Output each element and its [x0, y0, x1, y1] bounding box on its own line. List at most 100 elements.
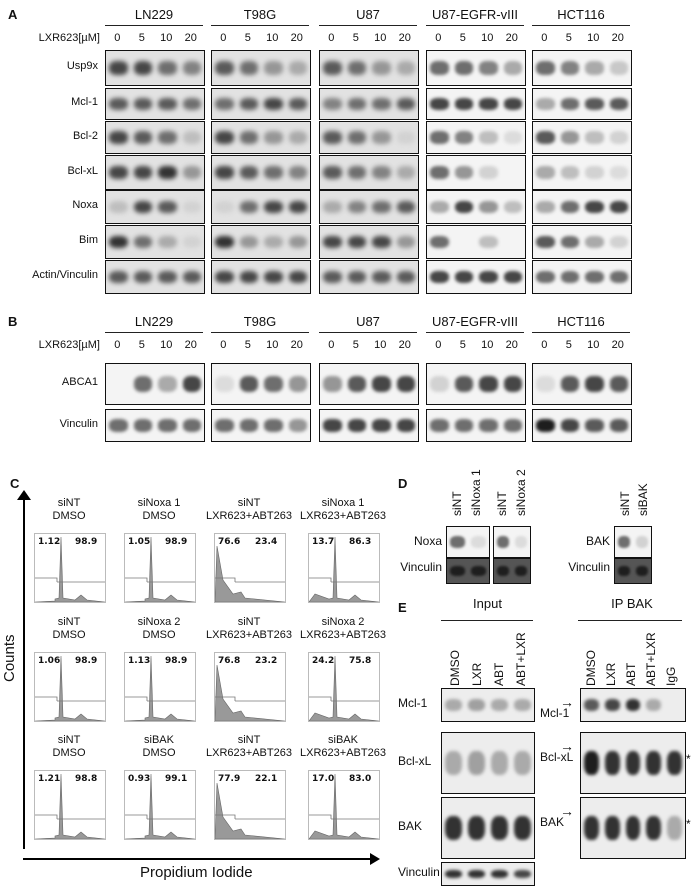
band — [536, 61, 555, 75]
y-axis-line — [23, 497, 25, 849]
blot-usp9x — [211, 50, 311, 86]
header-underline — [211, 25, 309, 26]
blot-actinvinculin — [426, 260, 526, 294]
blot-bclxl — [211, 155, 311, 190]
blot-abca1 — [532, 363, 632, 405]
band — [323, 270, 342, 284]
ip-blot — [580, 732, 686, 794]
dose-label: 5 — [244, 32, 251, 44]
band — [636, 566, 648, 576]
lane-label: LXR — [470, 662, 484, 686]
blot-abca1 — [426, 363, 526, 405]
band — [625, 816, 641, 840]
row-label: BAK — [398, 819, 423, 833]
band — [468, 751, 485, 775]
lane-label: siNT — [450, 491, 464, 516]
lane-label: siNoxa 2 — [514, 469, 528, 516]
band — [454, 165, 473, 180]
band — [585, 131, 604, 144]
blot-vinculin — [532, 409, 632, 442]
header-underline — [105, 25, 203, 26]
plot-title-line2: DMSO — [52, 510, 86, 522]
band — [264, 200, 283, 214]
band — [288, 419, 307, 432]
band — [133, 200, 152, 214]
row-label: Vinculin — [398, 865, 440, 879]
band — [560, 376, 579, 392]
dose-label: 10 — [160, 339, 173, 351]
lane-label: siBAK — [636, 483, 650, 516]
histogram-curve — [35, 773, 105, 839]
row-label: Noxa — [72, 199, 98, 211]
asterisk: * — [686, 817, 691, 831]
plot-title-line1: siNoxa 1 — [137, 497, 181, 509]
band — [239, 200, 258, 214]
histogram-curve — [125, 773, 195, 839]
band — [609, 61, 628, 75]
row-label: Bcl-2 — [72, 129, 98, 142]
band — [288, 376, 307, 392]
band — [158, 376, 177, 392]
band — [133, 270, 152, 284]
blot-vinculin — [426, 409, 526, 442]
band — [454, 376, 473, 392]
blot-usp9x — [532, 50, 632, 86]
histogram-curve — [309, 536, 379, 602]
dose-label: 20 — [290, 339, 303, 351]
blot-bim — [319, 225, 419, 259]
blot-mcl1 — [426, 88, 526, 120]
band — [396, 376, 415, 392]
sub-g1-percent: 17.0 — [312, 774, 335, 784]
band — [514, 816, 531, 840]
row-label: Actin/Vinculin — [32, 269, 98, 281]
panel-label: E — [398, 600, 407, 615]
band — [109, 200, 128, 214]
header-underline — [319, 332, 417, 333]
ip-arrow-label: Bcl-xL — [540, 750, 574, 764]
dose-label: 5 — [565, 32, 572, 44]
plot-title-line1: siNT — [57, 734, 81, 746]
band — [133, 376, 152, 392]
g1-percent: 23.4 — [255, 537, 278, 547]
band — [372, 376, 391, 392]
blot-bclxl — [426, 155, 526, 190]
dose-label: 0 — [220, 339, 227, 351]
band — [372, 270, 391, 284]
blot-bclxl — [319, 155, 419, 190]
histogram-curve — [215, 782, 285, 839]
lane-label: siNT — [495, 491, 509, 516]
band — [288, 165, 307, 180]
band — [491, 816, 508, 840]
treatment-label: LXR623[µM] — [38, 32, 100, 44]
band — [560, 165, 579, 180]
band — [396, 270, 415, 284]
band — [109, 270, 128, 284]
g1-percent: 98.9 — [75, 656, 98, 666]
band — [503, 131, 522, 144]
band — [497, 536, 509, 548]
g1-percent: 98.9 — [165, 656, 188, 666]
g1-percent: 22.1 — [255, 774, 278, 784]
plot-title-line2: DMSO — [142, 629, 176, 641]
blot-noxa — [105, 190, 205, 224]
dose-label: 20 — [505, 32, 518, 44]
band — [625, 698, 641, 712]
band — [454, 270, 473, 284]
blot-usp9x — [319, 50, 419, 86]
dose-label: 10 — [481, 32, 494, 44]
band — [372, 61, 391, 75]
histogram-curve — [215, 545, 285, 602]
dose-label: 0 — [435, 339, 442, 351]
dose-label: 0 — [114, 32, 121, 44]
blot-abca1 — [319, 363, 419, 405]
band — [215, 98, 234, 110]
